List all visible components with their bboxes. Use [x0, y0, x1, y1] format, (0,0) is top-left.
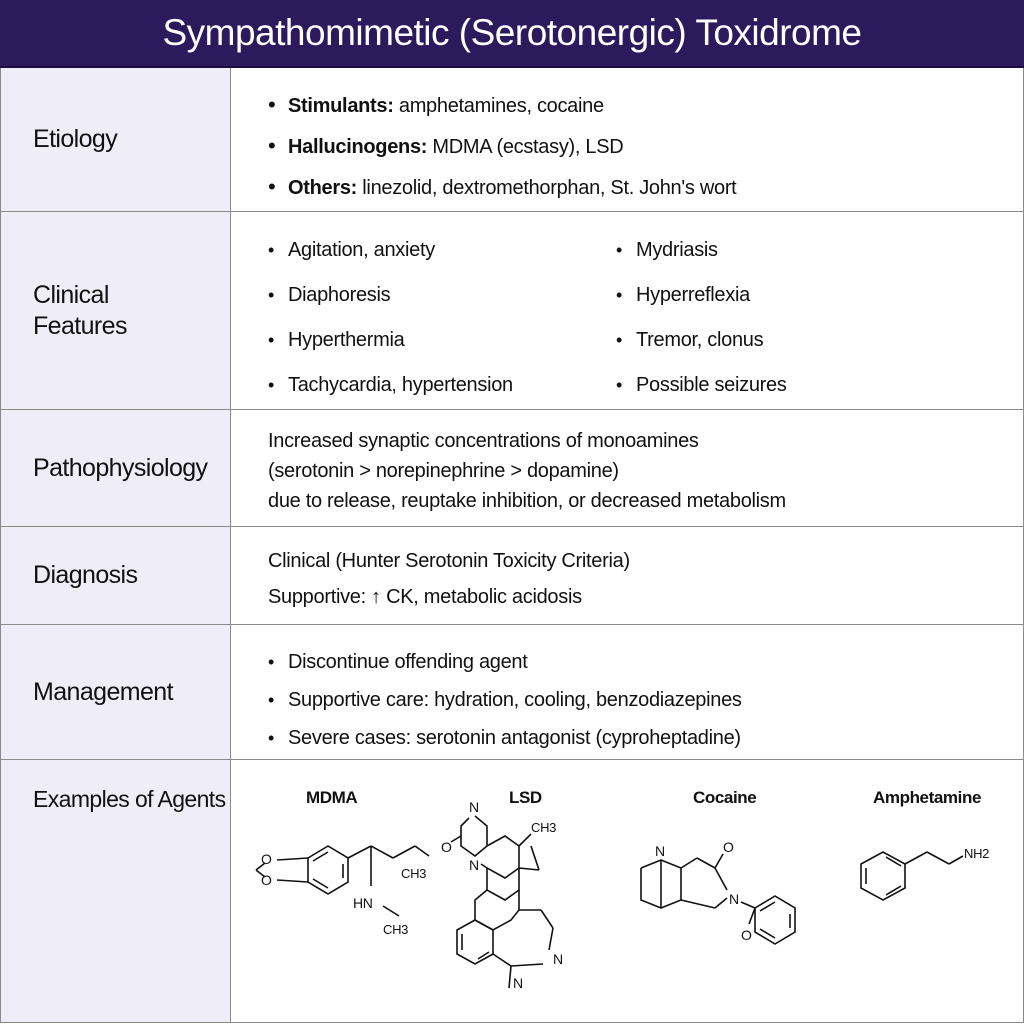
atom-label: N — [469, 857, 479, 873]
atom-label: O — [741, 927, 752, 943]
atom-label: N — [469, 799, 479, 815]
atom-label: CH3 — [531, 820, 556, 835]
atom-label: CH3 — [383, 922, 408, 937]
list-item: Hallucinogens: MDMA (ecstasy), LSD — [268, 125, 736, 168]
toxidrome-table: Etiology Stimulants: amphetamines, cocai… — [0, 68, 1024, 1023]
row-label-pathophysiology: Pathophysiology — [1, 410, 231, 526]
management-list: Discontinue offending agent Supportive c… — [268, 643, 742, 757]
examples-content: MDMA O O — [231, 760, 1023, 1022]
list-item: Mydriasis — [616, 228, 787, 273]
clinical-list-left: Agitation, anxiety Diaphoresis Hyperther… — [268, 228, 513, 408]
atom-label: CH3 — [401, 866, 426, 881]
list-item: Stimulants: amphetamines, cocaine — [268, 84, 736, 127]
diagnosis-line: Clinical (Hunter Serotonin Toxicity Crit… — [268, 550, 630, 572]
row-label-examples: Examples of Agents — [1, 760, 231, 1022]
atom-label: O — [261, 851, 272, 867]
list-item: Diaphoresis — [268, 273, 513, 318]
row-label-clinical-features: Clinical Features — [1, 212, 231, 409]
management-content: Discontinue offending agent Supportive c… — [231, 625, 1023, 759]
row-clinical-features: Clinical Features Agitation, anxiety Dia… — [1, 212, 1023, 410]
agent-name-amphetamine: Amphetamine — [873, 788, 982, 807]
atom-label: NH2 — [964, 846, 989, 861]
row-diagnosis: Diagnosis Clinical (Hunter Serotonin Tox… — [1, 527, 1023, 625]
diagnosis-line: Supportive: ↑ CK, metabolic acidosis — [268, 586, 582, 608]
atom-label: O — [441, 839, 452, 855]
agent-structures: MDMA O O — [231, 760, 1023, 1022]
list-item: Possible seizures — [616, 363, 787, 408]
list-item: Supportive care: hydration, cooling, ben… — [268, 681, 742, 719]
list-item: Severe cases: serotonin antagonist (cypr… — [268, 719, 742, 757]
clinical-list-right: Mydriasis Hyperreflexia Tremor, clonus P… — [616, 228, 787, 408]
clinical-content: Agitation, anxiety Diaphoresis Hyperther… — [231, 212, 1023, 409]
atom-label: N — [655, 843, 665, 859]
diagnosis-content: Clinical (Hunter Serotonin Toxicity Crit… — [231, 527, 1023, 624]
row-label-management: Management — [1, 625, 231, 759]
list-item: Hyperthermia — [268, 318, 513, 363]
title-bar: Sympathomimetic (Serotonergic) Toxidrome — [0, 0, 1024, 68]
atom-label: O — [261, 872, 272, 888]
agent-name-mdma: MDMA — [306, 788, 358, 807]
list-item: Tremor, clonus — [616, 318, 787, 363]
pathophysiology-line: due to release, reuptake inhibition, or … — [268, 490, 786, 512]
agent-name-lsd: LSD — [509, 788, 542, 807]
lsd-structure-icon: N O N CH3 — [441, 799, 563, 991]
atom-label: N — [729, 891, 739, 907]
atom-label: O — [723, 839, 734, 855]
list-item: Tachycardia, hypertension — [268, 363, 513, 408]
etiology-list: Stimulants: amphetamines, cocaine Halluc… — [268, 84, 737, 209]
atom-label: HN — [353, 895, 373, 911]
cocaine-structure-icon: N O N O — [640, 839, 796, 945]
row-pathophysiology: Pathophysiology Increased synaptic conce… — [1, 410, 1023, 527]
row-etiology: Etiology Stimulants: amphetamines, cocai… — [1, 68, 1023, 212]
mdma-structure-icon: O O CH3 HN CH3 — [255, 845, 430, 937]
pathophysiology-line: Increased synaptic concentrations of mon… — [268, 430, 699, 452]
row-management: Management Discontinue offending agent S… — [1, 625, 1023, 760]
list-item: Agitation, anxiety — [268, 228, 513, 273]
amphetamine-structure-icon: NH2 — [860, 846, 989, 901]
row-label-diagnosis: Diagnosis — [1, 527, 231, 624]
page-title: Sympathomimetic (Serotonergic) Toxidrome — [162, 12, 862, 53]
row-label-etiology: Etiology — [1, 68, 231, 211]
list-item: Hyperreflexia — [616, 273, 787, 318]
agent-name-cocaine: Cocaine — [693, 788, 757, 807]
pathophysiology-line: (serotonin > norepinephrine > dopamine) — [268, 460, 619, 482]
atom-label: N — [513, 975, 523, 991]
row-examples-of-agents: Examples of Agents MDMA O — [1, 760, 1023, 1022]
atom-label: N — [553, 951, 563, 967]
pathophysiology-content: Increased synaptic concentrations of mon… — [231, 410, 1023, 526]
list-item: Discontinue offending agent — [268, 643, 742, 681]
etiology-content: Stimulants: amphetamines, cocaine Halluc… — [231, 68, 1023, 211]
list-item: Others: linezolid, dextromethorphan, St.… — [268, 166, 737, 209]
